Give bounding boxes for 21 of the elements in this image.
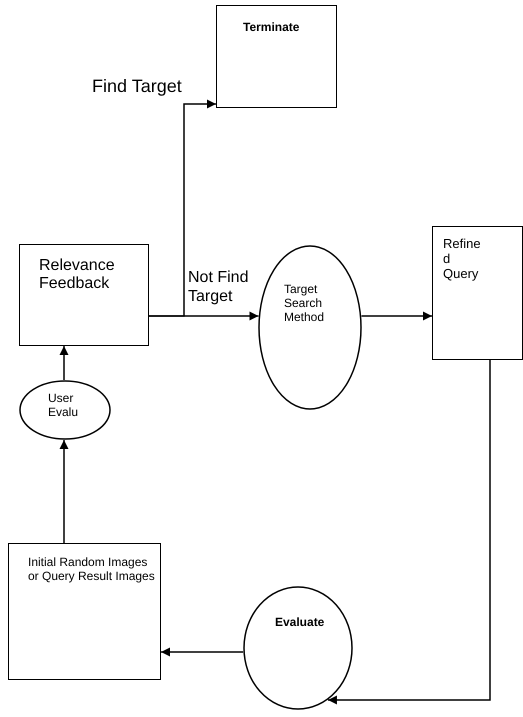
arrow	[60, 440, 68, 543]
process-ellipse	[258, 245, 362, 410]
process-ellipse	[19, 380, 111, 440]
node-label: User Evalu	[48, 392, 80, 420]
arrow	[161, 648, 244, 656]
arrow	[362, 312, 432, 320]
process-box	[8, 543, 161, 680]
node-label: Relevance Feedback	[39, 257, 116, 294]
node-label: Terminate	[243, 21, 300, 35]
node-label: Refined Query	[443, 237, 482, 282]
process-box	[432, 226, 523, 360]
node-label: Target Search Method	[284, 283, 326, 324]
node-label: Evaluate	[275, 616, 326, 630]
process-ellipse	[243, 586, 353, 710]
process-box	[19, 244, 149, 346]
edge-label: Find Target	[92, 76, 182, 98]
arrow	[60, 346, 68, 380]
arrow	[328, 360, 491, 704]
process-box	[216, 5, 337, 108]
arrow	[149, 312, 258, 320]
node-label: Initial Random Images or Query Result Images	[28, 556, 156, 584]
